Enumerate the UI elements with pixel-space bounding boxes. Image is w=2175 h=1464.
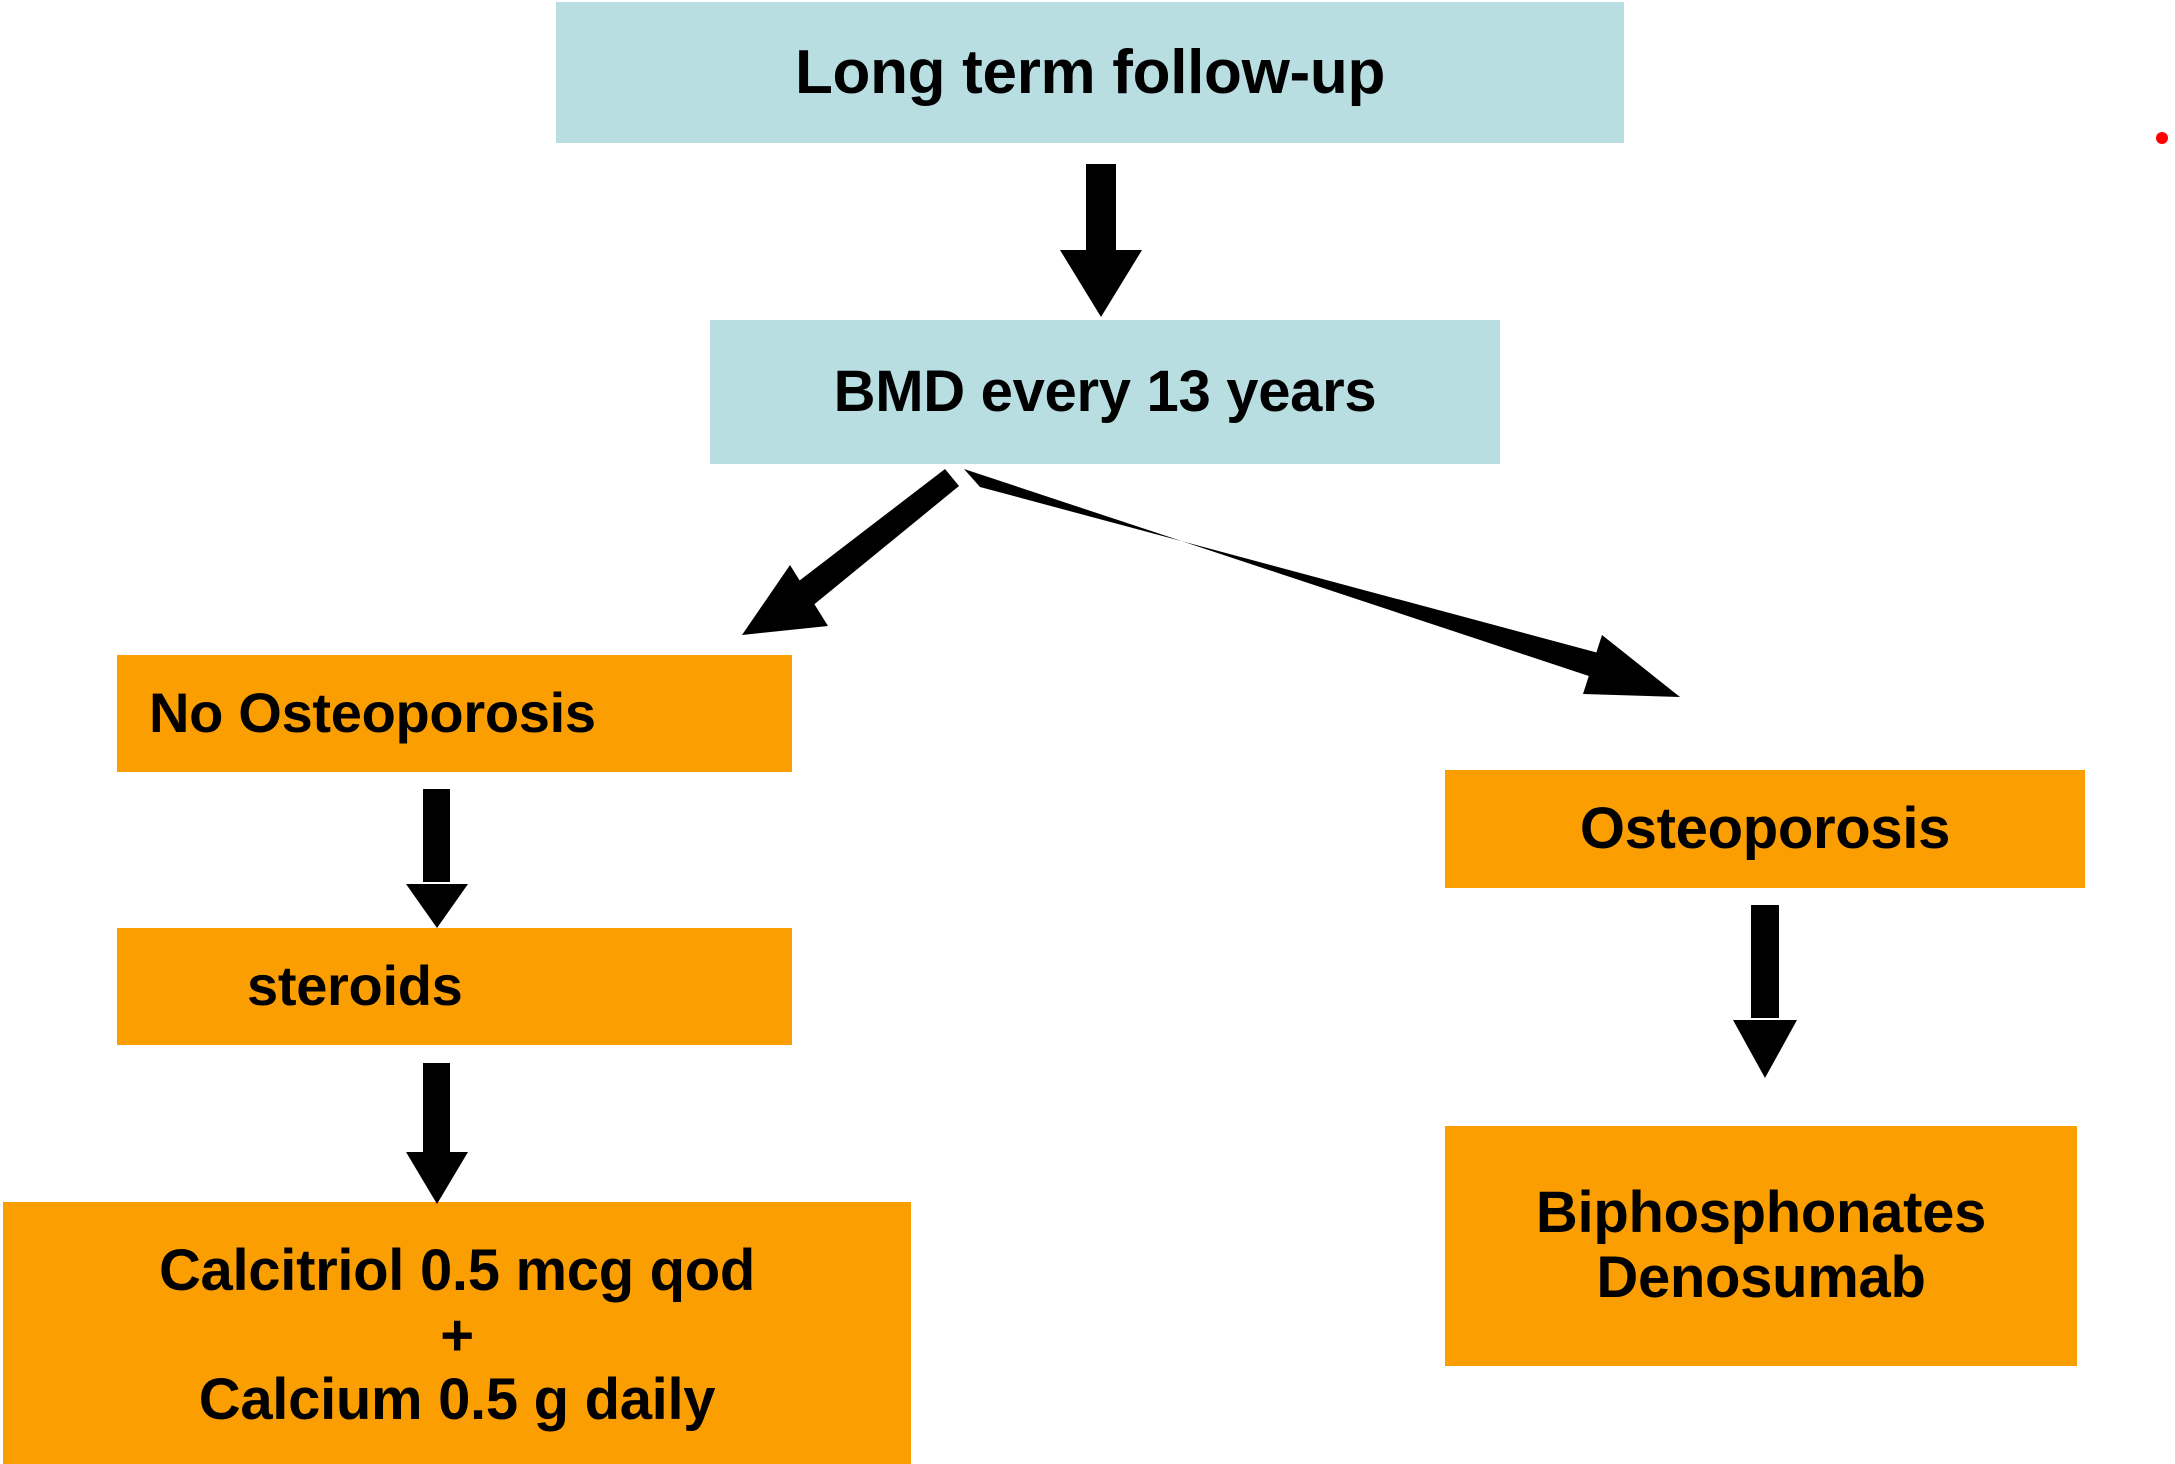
node-osteoporosis-label: Osteoporosis xyxy=(1579,795,1951,861)
marker-dot-icon xyxy=(2156,132,2168,144)
node-calcitriol-line-3: Calcium 0.5 g daily xyxy=(198,1367,716,1433)
node-long-term-follow-up[interactable]: Long term follow-up xyxy=(556,2,1624,143)
node-steroids-label: steroids xyxy=(247,954,463,1018)
node-no-osteoporosis-label: No Osteoporosis xyxy=(149,681,596,745)
node-biphosphonates-line-2: Denosumab xyxy=(1596,1245,1926,1310)
arrow-follow-up-to-bmd xyxy=(1060,164,1142,317)
node-bmd-frequency-label: BMD every 13 years xyxy=(833,358,1377,424)
node-bmd-frequency[interactable]: BMD every 13 years xyxy=(710,320,1500,464)
node-no-osteoporosis[interactable]: No Osteoporosis xyxy=(117,655,792,772)
node-biphosphonates-denosumab[interactable]: Biphosphonates Denosumab xyxy=(1445,1126,2077,1366)
node-osteoporosis[interactable]: Osteoporosis xyxy=(1445,770,2085,888)
node-calcitriol-line-2-plus: + xyxy=(440,1302,474,1368)
arrow-bmd-to-no-osteoporosis xyxy=(742,469,959,635)
node-calcitriol-line-1: Calcitriol 0.5 mcg qod xyxy=(158,1237,756,1303)
arrow-bmd-to-osteoporosis xyxy=(964,469,1680,697)
node-long-term-follow-up-label: Long term follow-up xyxy=(794,37,1386,107)
node-biphosphonates-line-1: Biphosphonates xyxy=(1535,1180,1987,1246)
node-steroids[interactable]: steroids xyxy=(117,928,792,1045)
arrow-osteoporosis-to-biphosphonates xyxy=(1733,905,1797,1078)
arrow-no-osteoporosis-to-steroids xyxy=(406,789,468,928)
arrow-steroids-to-calcitriol xyxy=(406,1063,468,1204)
node-calcitriol-calcium[interactable]: Calcitriol 0.5 mcg qod + Calcium 0.5 g d… xyxy=(3,1202,911,1464)
